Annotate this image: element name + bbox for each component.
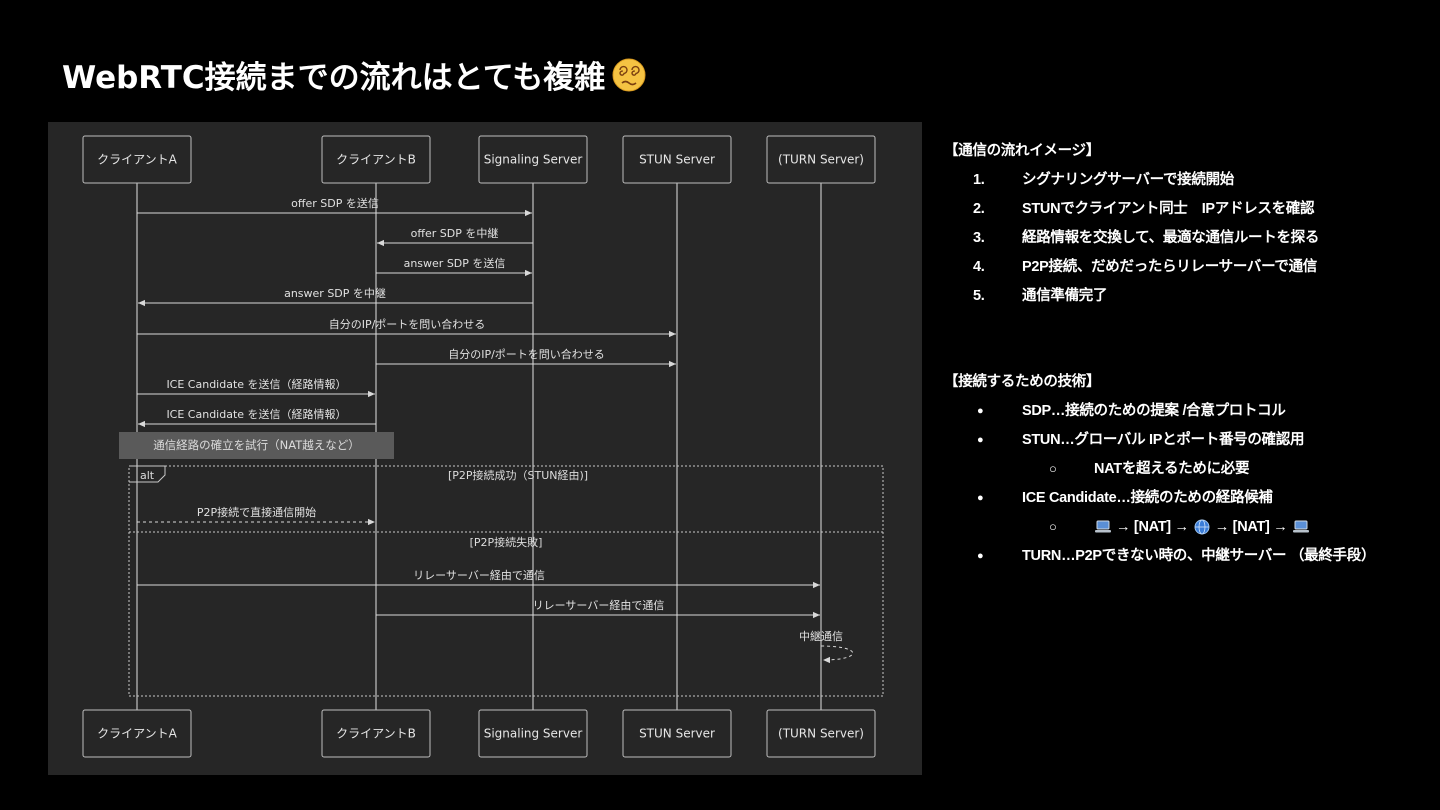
actor-label: クライアントB — [336, 727, 416, 741]
step-text: P2P接続、だめだったらリレーサーバーで通信 — [1022, 259, 1318, 275]
alt-guard-success: [P2P接続成功（STUN経由)] — [448, 468, 588, 482]
alt-frame — [128, 465, 884, 697]
laptop-icon — [1095, 520, 1111, 533]
tech-subitem-nat: ○ NATを超えるために必要 — [944, 458, 1434, 487]
actor-label: クライアントA — [97, 727, 178, 741]
note-box — [119, 432, 394, 459]
bullet-icon: ● — [977, 492, 984, 504]
sub-bullet-icon: ○ — [1049, 461, 1057, 476]
message-label: ICE Candidate を送信（経路情報） — [166, 407, 346, 421]
note-label: 通信経路の確立を試行（NAT越えなど） — [153, 438, 360, 452]
actor-box-bottom — [478, 709, 588, 758]
alt-tab — [129, 465, 166, 483]
slide-title: WebRTC接続までの流れはとても複雑 — [62, 52, 647, 97]
message-label: answer SDP を送信 — [404, 256, 506, 270]
actor-box-bottom — [766, 709, 876, 758]
actor-box-bottom — [82, 709, 192, 758]
tech-item-ice: ● ICE Candidate…接続のための経路候補 — [944, 487, 1434, 516]
alt-label: alt — [140, 469, 155, 482]
flow-step: 5. 通信準備完了 — [944, 285, 1434, 314]
actor-box-top — [766, 135, 876, 184]
tech-item-text: SDP…接続のための提案 /合意プロトコル — [1022, 403, 1286, 419]
tech-section-title: 【接続するための技術】 — [944, 374, 1101, 390]
tech-item-turn: ● TURN…P2Pできない時の、中継サーバー （最終手段） — [944, 545, 1434, 574]
step-text: シグナリングサーバーで接続開始 — [1022, 172, 1234, 188]
self-message-arrow — [820, 645, 854, 664]
step-number: 1. — [973, 172, 985, 188]
tech-subitem-path: ○ → [NAT] → → [NAT] → — [944, 516, 1434, 545]
actor-box-top — [622, 135, 732, 184]
bullet-icon: ● — [977, 434, 984, 446]
actor-label: (TURN Server) — [778, 153, 864, 167]
actor-label: クライアントB — [336, 153, 416, 167]
actor-label: クライアントA — [97, 153, 178, 167]
actor-box-top — [478, 135, 588, 184]
actor-label: Signaling Server — [484, 153, 583, 167]
bullet-icon: ● — [977, 405, 984, 417]
step-text: STUNでクライアント同士 IPアドレスを確認 — [1022, 201, 1315, 217]
step-text: 通信準備完了 — [1022, 288, 1108, 304]
tech-item-stun: ● STUN…グローバル IPとポート番号の確認用 — [944, 429, 1434, 458]
sequence-diagram: クライアントA クライアントA クライアントB クライアントB Signaling Se… — [48, 122, 922, 775]
actor-label: (TURN Server) — [778, 727, 864, 741]
step-number: 3. — [973, 230, 985, 246]
slide-title-text: WebRTC接続までの流れはとても複雑 — [62, 60, 606, 96]
flow-step: 3. 経路情報を交換して、最適な通信ルートを探る — [944, 227, 1434, 256]
path-flow-text: → [NAT] → — [1214, 519, 1288, 535]
actor-label: Signaling Server — [484, 727, 583, 741]
flow-step: 2. STUNでクライアント同士 IPアドレスを確認 — [944, 198, 1434, 227]
self-message-label: 中継通信 — [799, 629, 843, 643]
globe-icon — [1194, 519, 1210, 535]
actor-label: STUN Server — [639, 153, 715, 167]
flow-steps-list: 1. シグナリングサーバーで接続開始 2. STUNでクライアント同士 IPアドレス… — [944, 169, 1434, 314]
actor-box-bottom — [321, 709, 431, 758]
alt-guard-failure: [P2P接続失敗] — [470, 535, 543, 549]
relay-message-label: リレーサーバー経由で通信 — [533, 598, 665, 612]
step-number: 4. — [973, 259, 985, 275]
message-label: answer SDP を中継 — [284, 286, 386, 300]
dizzy-face-emoji-icon — [612, 58, 646, 91]
step-number: 5. — [973, 288, 985, 304]
bullet-icon: ● — [977, 550, 984, 562]
step-text: 経路情報を交換して、最適な通信ルートを探る — [1022, 230, 1320, 246]
path-flow: → [NAT] → → [NAT] → — [1094, 516, 1310, 538]
flow-step: 1. シグナリングサーバーで接続開始 — [944, 169, 1434, 198]
tech-item-text: TURN…P2Pできない時の、中継サーバー （最終手段） — [1022, 548, 1376, 564]
sub-bullet-icon: ○ — [1049, 519, 1057, 534]
actor-box-bottom — [622, 709, 732, 758]
tech-item-text: ICE Candidate…接続のための経路候補 — [1022, 490, 1273, 506]
tech-item-text: STUN…グローバル IPとポート番号の確認用 — [1022, 432, 1305, 448]
flow-section-title: 【通信の流れイメージ】 — [944, 143, 1100, 159]
message-label: 自分のIP/ポートを問い合わせる — [448, 347, 605, 361]
message-label: 自分のIP/ポートを問い合わせる — [329, 317, 486, 331]
actor-box-top — [321, 135, 431, 184]
p2p-message-label: P2P接続で直接通信開始 — [197, 505, 316, 519]
actor-label: STUN Server — [639, 727, 715, 741]
message-label: ICE Candidate を送信（経路情報） — [166, 377, 346, 391]
sequence-diagram-svg: クライアントA クライアントA クライアントB クライアントB Signaling Se… — [82, 135, 884, 758]
info-panel: 【通信の流れイメージ】 1. シグナリングサーバーで接続開始 2. STUNでクライ… — [944, 140, 1434, 574]
laptop-icon — [1292, 520, 1309, 533]
tech-list: ● SDP…接続のための提案 /合意プロトコル ● STUN…グローバル IPとポー… — [944, 400, 1434, 574]
tech-item-sdp: ● SDP…接続のための提案 /合意プロトコル — [944, 400, 1434, 429]
flow-step: 4. P2P接続、だめだったらリレーサーバーで通信 — [944, 256, 1434, 285]
message-label: offer SDP を送信 — [291, 196, 379, 210]
tech-subitem-text: NATを超えるために必要 — [1094, 461, 1250, 477]
message-label: offer SDP を中継 — [411, 226, 499, 240]
relay-message-label: リレーサーバー経由で通信 — [413, 568, 545, 582]
path-flow-text: → [NAT] → — [1116, 519, 1189, 535]
actor-box-top — [82, 135, 192, 184]
step-number: 2. — [973, 201, 985, 217]
